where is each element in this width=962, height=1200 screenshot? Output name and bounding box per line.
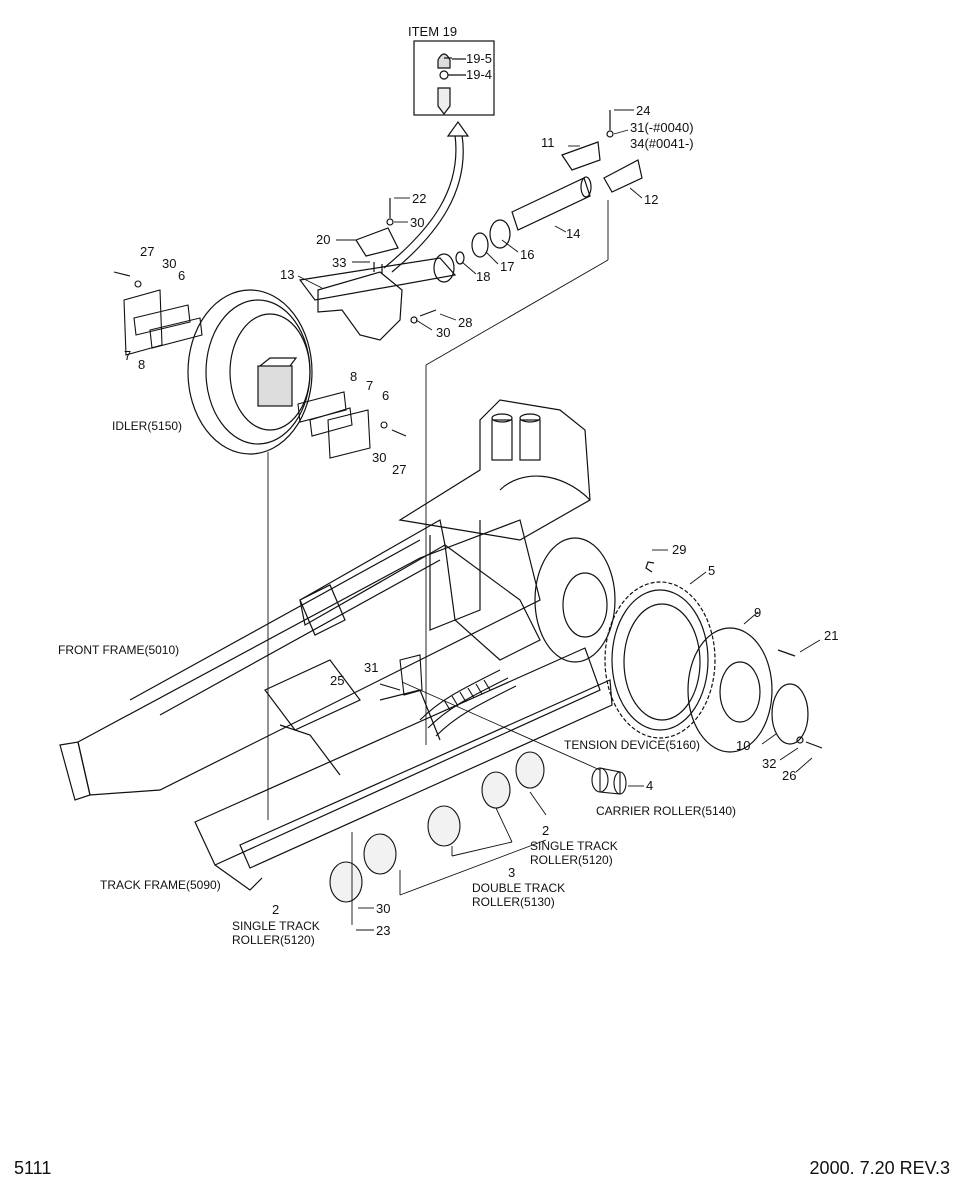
callout-19-4: 19-4: [466, 67, 492, 82]
callout-33: 33: [332, 255, 346, 270]
callout-21: 21: [824, 628, 838, 643]
callout-3: 3: [508, 865, 515, 880]
label-tension-device: TENSION DEVICE(5160): [564, 738, 700, 752]
callout-26: 26: [782, 768, 796, 783]
label-idler: IDLER(5150): [112, 419, 182, 433]
label-single-track-roller-left-line2: ROLLER(5120): [232, 933, 315, 947]
callout-17: 17: [500, 259, 514, 274]
item-19-title: ITEM 19: [408, 24, 457, 39]
callout-12: 12: [644, 192, 658, 207]
callout-30-bottom: 30: [376, 901, 390, 916]
yoke-and-rod: [298, 110, 643, 341]
callout-19-5: 19-5: [466, 51, 492, 66]
callout-5: 5: [708, 563, 715, 578]
callout-27-mid: 27: [392, 462, 406, 477]
callout-7-mid: 7: [366, 378, 373, 393]
callout-8-top: 8: [138, 357, 145, 372]
idler-wheel: [187, 289, 313, 455]
callout-leaders: [297, 109, 821, 931]
label-double-track-roller-line1: DOUBLE TRACK: [472, 881, 565, 895]
callout-6-top: 6: [178, 268, 185, 283]
callout-24: 24: [636, 103, 650, 118]
callout-30-top: 30: [410, 215, 424, 230]
track-rollers: [329, 751, 545, 903]
callout-18: 18: [476, 269, 490, 284]
idler-bracket-plates: [113, 271, 407, 459]
callout-2-right: 2: [542, 823, 549, 838]
callout-30-mid: 30: [372, 450, 386, 465]
callout-31-mid: 31: [364, 660, 378, 675]
callout-30-idler: 30: [436, 325, 450, 340]
item-19-pointer-arrow: [383, 120, 470, 273]
sprocket-group: [604, 561, 823, 753]
page-number: 5111: [14, 1158, 52, 1178]
callout-22: 22: [412, 191, 426, 206]
callout-8-mid: 8: [350, 369, 357, 384]
callout-9: 9: [754, 605, 761, 620]
label-double-track-roller-line2: ROLLER(5130): [472, 895, 555, 909]
callout-10: 10: [736, 738, 750, 753]
label-single-track-roller-left-line1: SINGLE TRACK: [232, 919, 320, 933]
label-single-track-roller-right-line1: SINGLE TRACK: [530, 839, 618, 853]
callout-14: 14: [566, 226, 580, 241]
callout-25: 25: [330, 673, 344, 688]
callout-4: 4: [646, 778, 653, 793]
item-19-detail-box: [413, 40, 495, 116]
callout-16: 16: [520, 247, 534, 262]
callout-23: 23: [376, 923, 390, 938]
label-single-track-roller-right-line2: ROLLER(5120): [530, 853, 613, 867]
callout-11: 11: [541, 135, 555, 150]
guide-lines: [267, 200, 609, 925]
callout-34-range: 34(#0041-): [630, 136, 694, 151]
callout-30-left: 30: [162, 256, 176, 271]
label-carrier-roller: CARRIER ROLLER(5140): [596, 804, 736, 818]
callout-20: 20: [316, 232, 330, 247]
callout-28: 28: [458, 315, 472, 330]
callout-32: 32: [762, 756, 776, 771]
revision-date: 2000. 7.20 REV.3: [809, 1158, 950, 1178]
callout-31-range: 31(-#0040): [630, 120, 694, 135]
callout-7-top: 7: [124, 348, 131, 363]
label-front-frame: FRONT FRAME(5010): [58, 643, 179, 657]
callout-6-mid: 6: [382, 388, 389, 403]
carrier-roller: [591, 767, 627, 795]
callout-2-left: 2: [272, 902, 279, 917]
label-track-frame: TRACK FRAME(5090): [100, 878, 221, 892]
callout-29: 29: [672, 542, 686, 557]
callout-27-top: 27: [140, 244, 154, 259]
callout-13: 13: [280, 267, 294, 282]
